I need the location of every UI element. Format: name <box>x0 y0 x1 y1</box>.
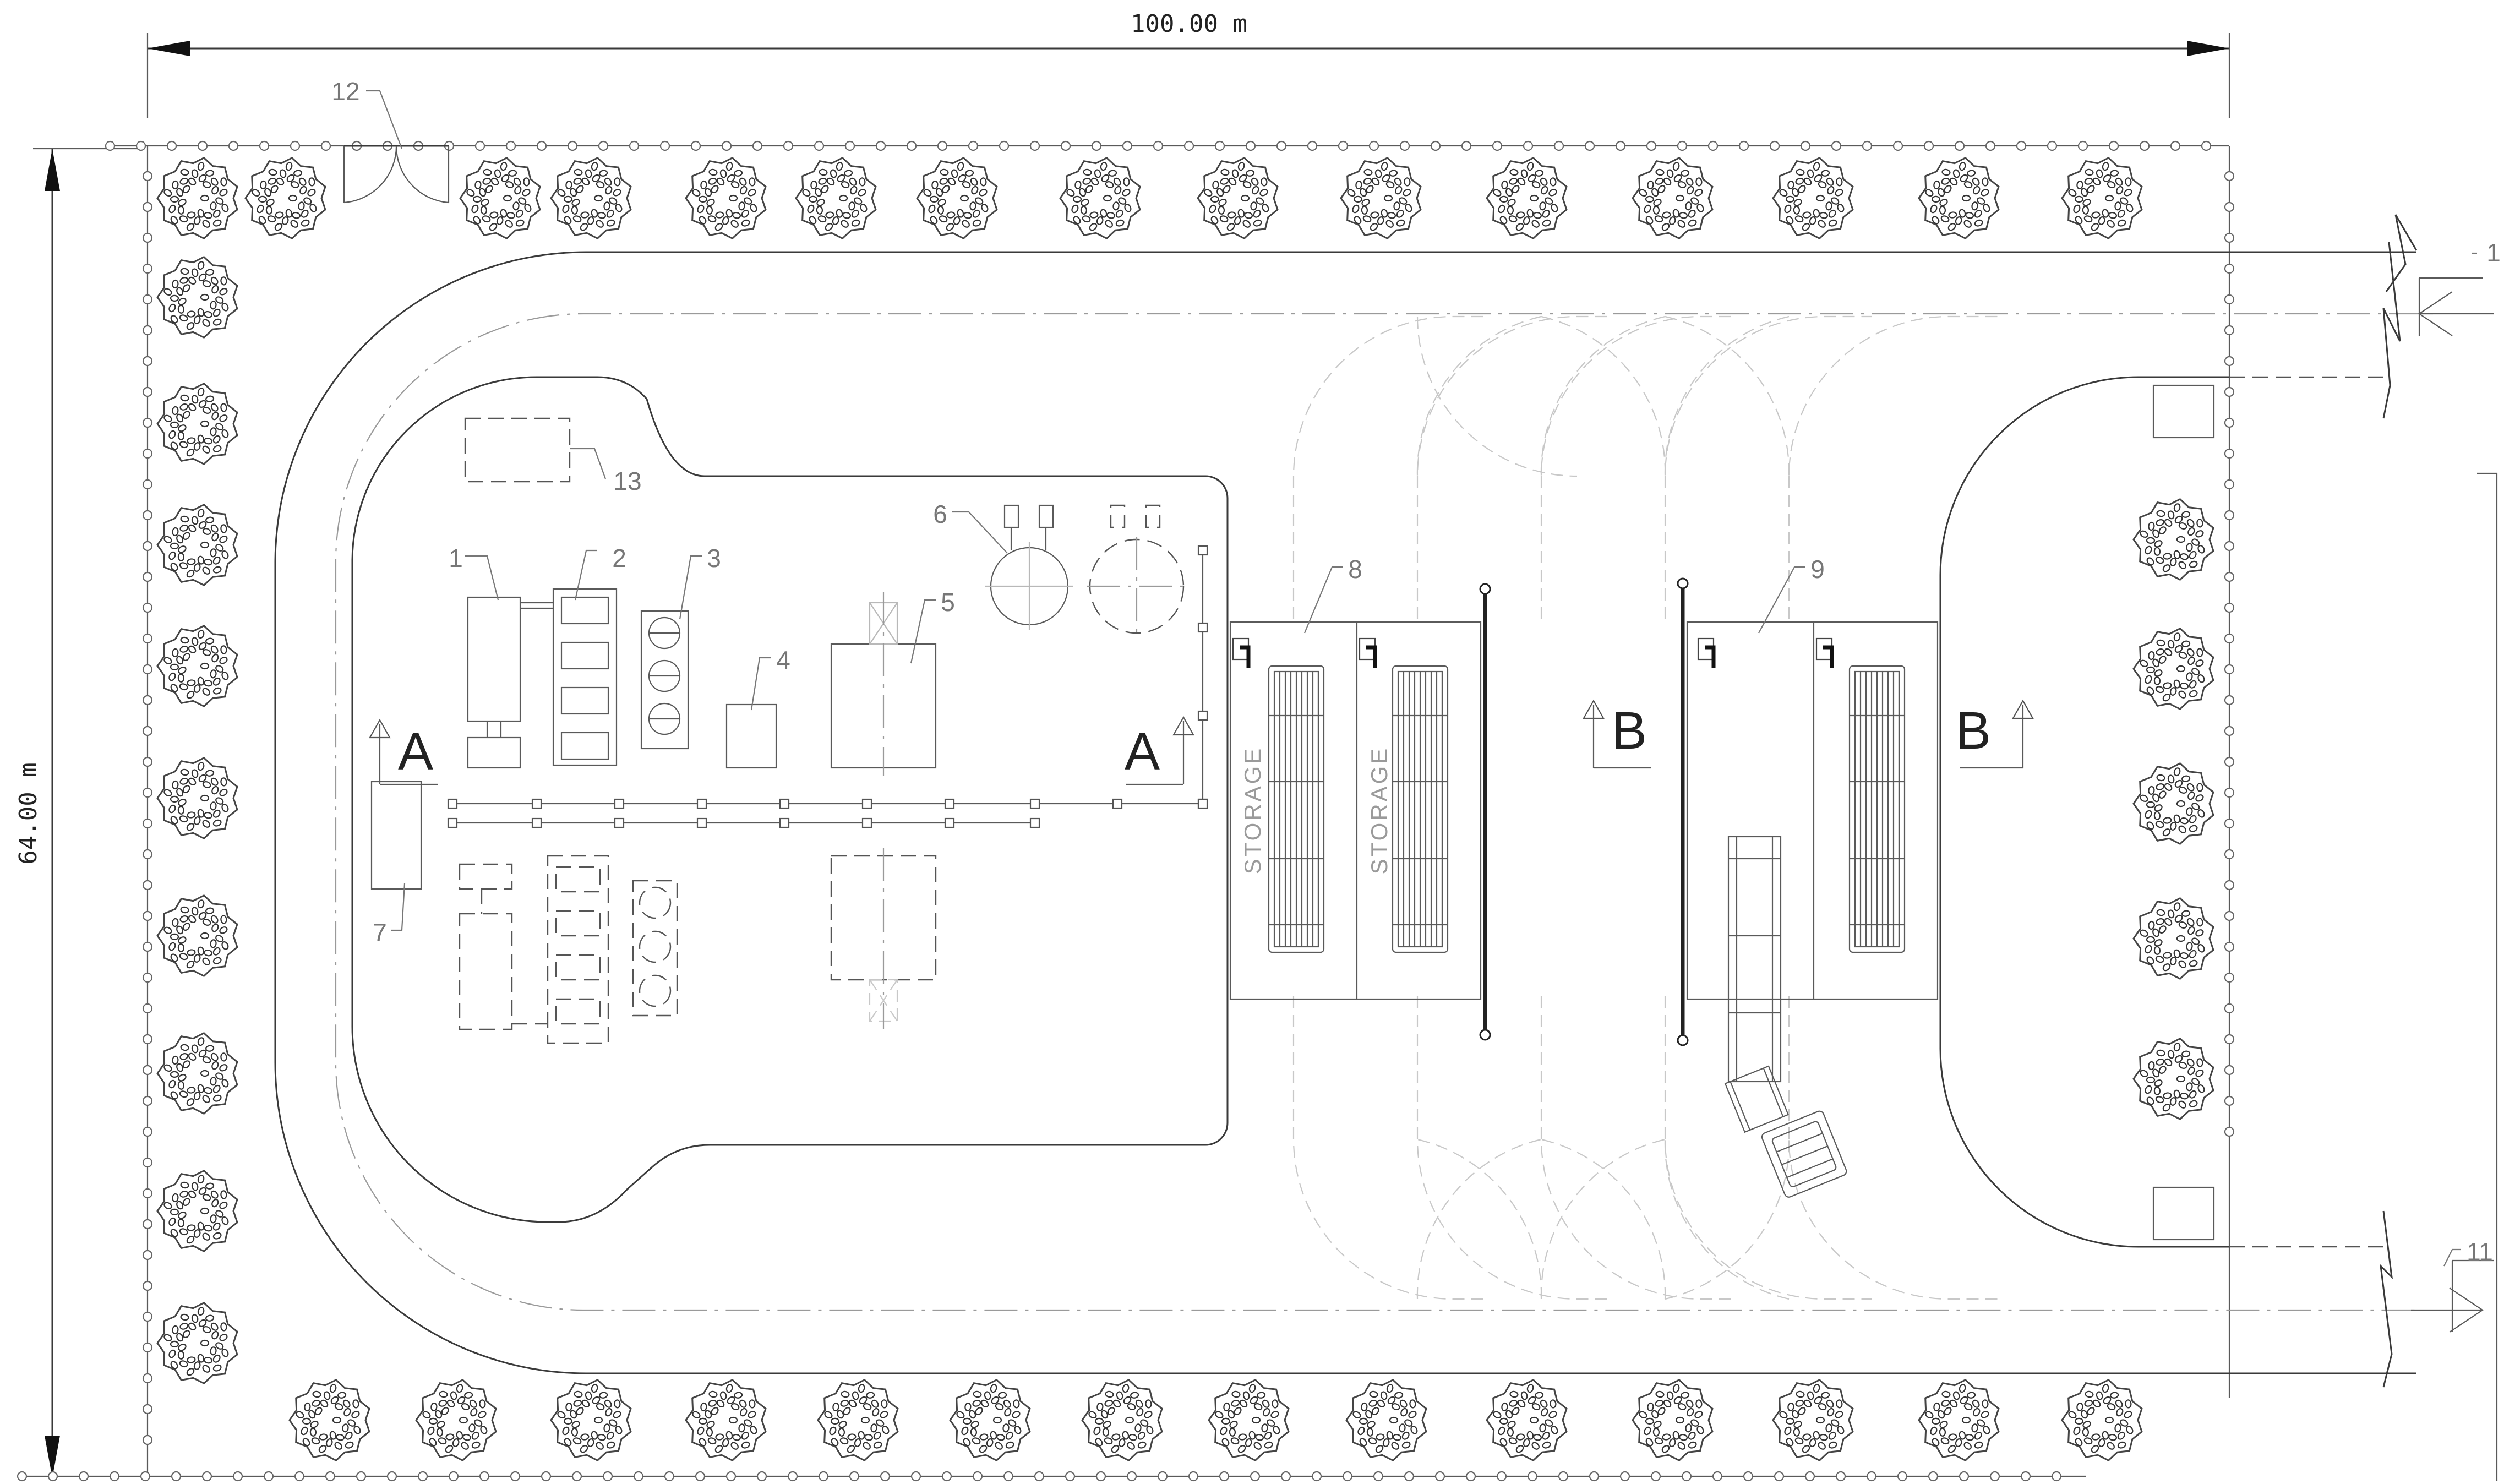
tree-icon <box>156 503 238 587</box>
tree-icon <box>2132 762 2214 845</box>
utility-box-bottom <box>2152 1186 2215 1241</box>
callout-13: 13 <box>613 467 641 495</box>
tree-icon <box>2061 1378 2143 1462</box>
callout-7: 7 <box>373 918 387 947</box>
dimension-width-label: 100.00 m <box>1131 10 1247 38</box>
equipment-5 <box>830 592 937 776</box>
tree-row <box>156 156 2214 1462</box>
tree-icon <box>1486 156 1568 240</box>
tree-icon <box>1772 156 1854 240</box>
tree-icon <box>459 156 541 240</box>
callout-3: 3 <box>707 544 721 572</box>
inflow-arrow <box>2418 277 2494 336</box>
section-b-right-label: B <box>1956 701 1991 760</box>
callout-4: 4 <box>776 646 790 674</box>
entrance-gate[interactable] <box>343 145 450 204</box>
tree-icon <box>685 1378 767 1462</box>
barrier-post-right <box>1677 577 1689 1046</box>
tree-icon <box>2132 627 2214 711</box>
callout-8: 8 <box>1348 555 1362 583</box>
storage-building-9 <box>1686 621 1939 1000</box>
tree-icon <box>550 1378 632 1462</box>
tree-icon <box>1918 1378 2000 1462</box>
tree-icon <box>1197 156 1279 240</box>
callouts: 1 2 3 4 5 6 7 8 9 11 12 13 1 <box>331 77 2501 1267</box>
tree-icon <box>1340 156 1422 240</box>
storage-label-1: STORAGE <box>1240 746 1265 875</box>
dimension-height: 64.00 m <box>14 148 143 1478</box>
perimeter-fence <box>17 140 2235 1482</box>
callout-1: 1 <box>449 544 463 572</box>
tree-icon <box>2132 1037 2214 1121</box>
equipment-2 <box>520 588 618 766</box>
tree-icon <box>156 255 238 339</box>
tree-icon <box>156 1169 238 1253</box>
tree-icon <box>156 382 238 466</box>
tree-icon <box>685 156 767 240</box>
outflow-arrow <box>2411 1259 2494 1333</box>
storage-building-8: STORAGE STORAGE <box>1229 621 1482 1000</box>
tree-icon <box>1208 1378 1290 1462</box>
dimension-height-label: 64.00 m <box>14 762 42 864</box>
tree-icon <box>415 1378 497 1462</box>
tree-icon <box>156 156 238 240</box>
tree-icon <box>1059 156 1141 240</box>
header-pipe <box>447 545 1208 828</box>
utility-box-top <box>2152 384 2215 439</box>
callout-12: 12 <box>331 77 359 106</box>
tree-icon <box>1486 1378 1568 1462</box>
equipment-6 <box>985 504 1186 639</box>
section-b-left: B <box>1583 699 1651 769</box>
section-a-left-label: A <box>398 722 433 781</box>
tree-icon <box>1081 1378 1163 1462</box>
tree-icon <box>916 156 998 240</box>
equipment-3 <box>640 610 689 750</box>
section-b-left-label: B <box>1612 701 1647 760</box>
tree-icon <box>795 156 877 240</box>
section-b-right: B <box>1956 699 2034 769</box>
tree-icon <box>156 624 238 708</box>
barrier-post-left <box>1479 583 1491 1041</box>
tree-icon <box>1345 1378 1427 1462</box>
section-a-left: A <box>369 718 438 785</box>
future-equipment <box>459 848 937 1044</box>
callout-9: 9 <box>1810 555 1825 583</box>
callout-11: 11 <box>2467 1237 2493 1266</box>
tree-icon <box>1632 156 1714 240</box>
tree-icon <box>1772 1378 1854 1462</box>
section-a-right: A <box>1125 716 1194 785</box>
callout-edge-top: 1 <box>2486 238 2501 267</box>
tree-icon <box>156 1301 238 1385</box>
equipment-4 <box>725 703 777 769</box>
turning-paths <box>1292 315 1998 1300</box>
section-a-right-label: A <box>1125 722 1160 781</box>
tree-icon <box>156 1032 238 1115</box>
callout-5: 5 <box>941 588 955 616</box>
conveyor-crane <box>1724 836 1847 1198</box>
tree-icon <box>1632 1378 1714 1462</box>
tree-icon <box>949 1378 1031 1462</box>
equipment-7 <box>370 781 422 890</box>
tree-icon <box>2132 498 2214 581</box>
equipment-1 <box>467 596 521 769</box>
tree-icon <box>550 156 632 240</box>
dimension-width: 100.00 m <box>146 10 2230 118</box>
equipment-13-future <box>464 417 571 483</box>
storage-label-2: STORAGE <box>1366 746 1392 875</box>
plant-area <box>351 376 1229 1223</box>
tree-icon <box>244 156 326 240</box>
tree-icon <box>156 894 238 978</box>
tree-icon <box>156 756 238 840</box>
access-road <box>274 214 2498 1481</box>
callout-6: 6 <box>933 500 947 528</box>
callout-2: 2 <box>612 544 626 572</box>
tree-icon <box>1918 156 2000 240</box>
tree-icon <box>288 1378 370 1462</box>
tree-icon <box>2061 156 2143 240</box>
tree-icon <box>817 1378 899 1462</box>
tree-icon <box>2132 897 2214 980</box>
